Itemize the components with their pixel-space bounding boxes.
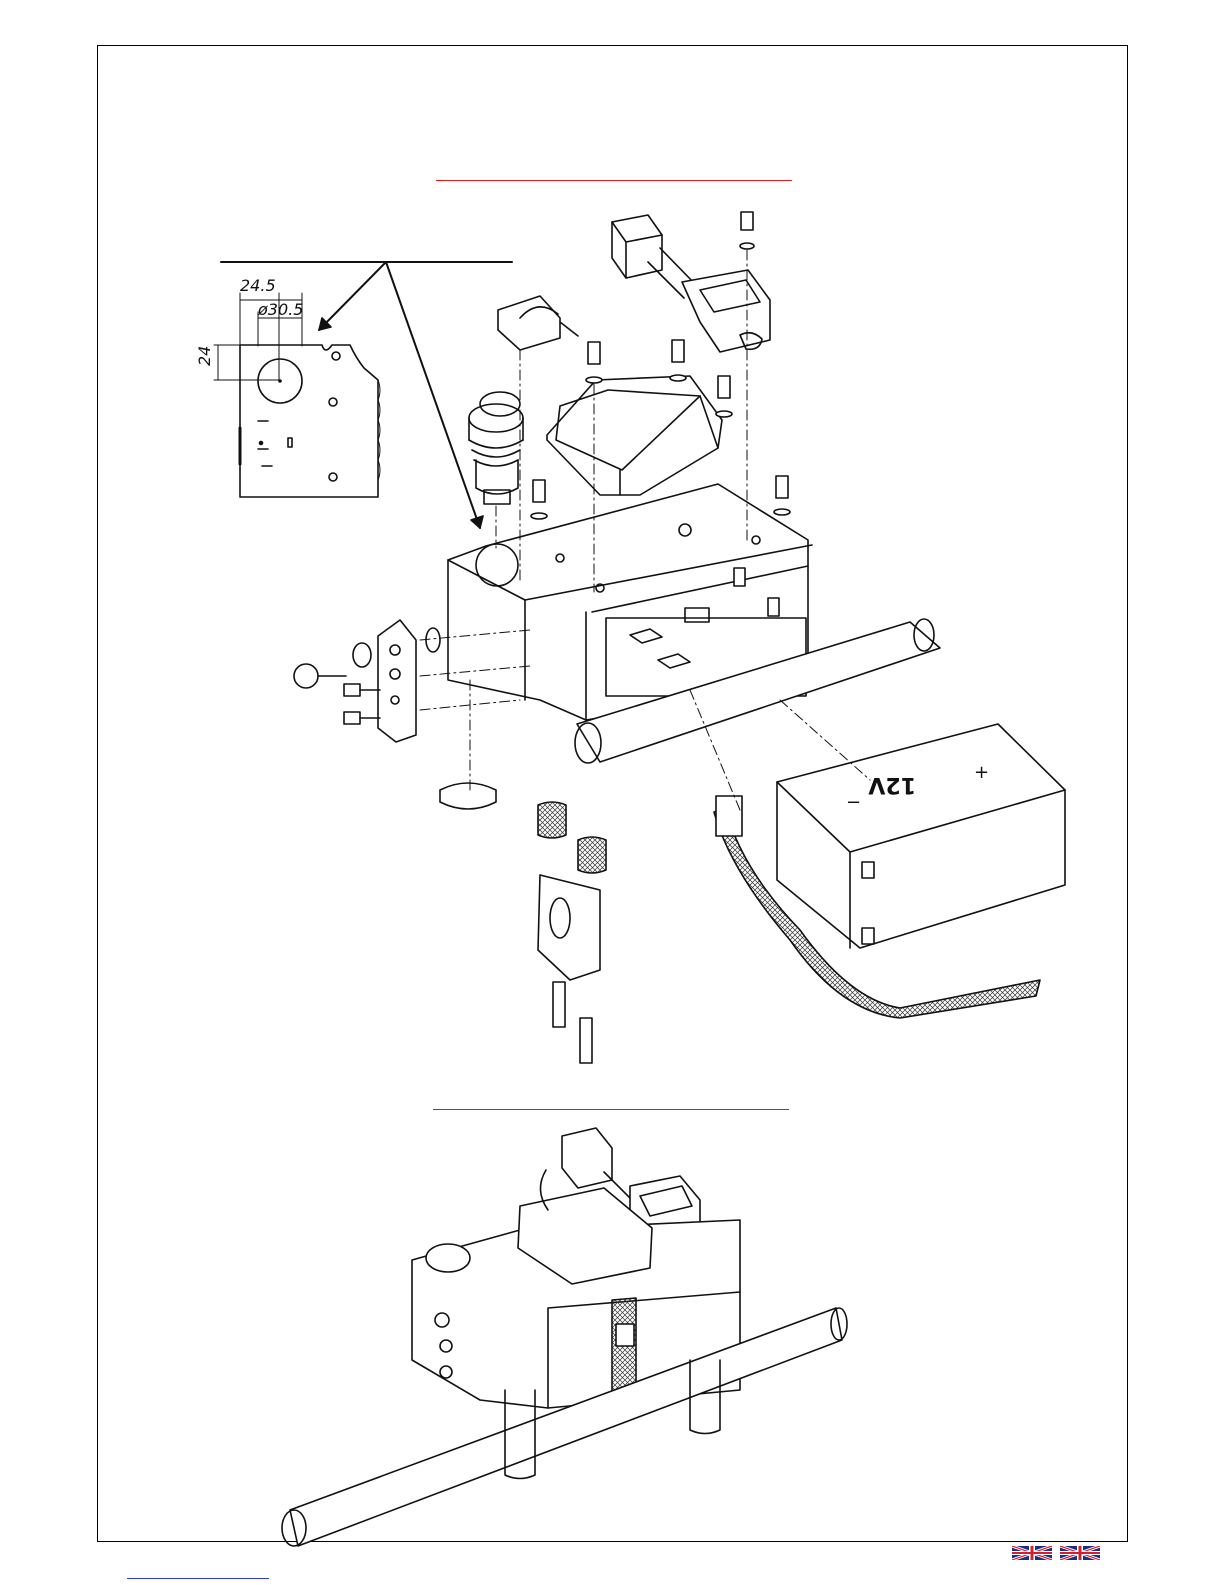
battery-voltage-label: 12V xyxy=(868,772,916,797)
battery-negative-label: − xyxy=(846,792,861,813)
footer-link-underline[interactable] xyxy=(127,1578,269,1579)
battery-positive-label: + xyxy=(974,762,989,783)
battery-part xyxy=(777,724,1065,948)
electronics-cover-part xyxy=(547,376,722,495)
rocker-switch-part xyxy=(498,296,578,350)
rubber-mounts-and-clamp xyxy=(538,802,606,1063)
union-jack-flag-icon xyxy=(1012,1546,1100,1560)
handle-grip-part xyxy=(612,215,770,352)
assembled-view xyxy=(282,1128,847,1546)
push-button-part xyxy=(469,392,523,504)
detail-plate-view xyxy=(214,262,512,528)
